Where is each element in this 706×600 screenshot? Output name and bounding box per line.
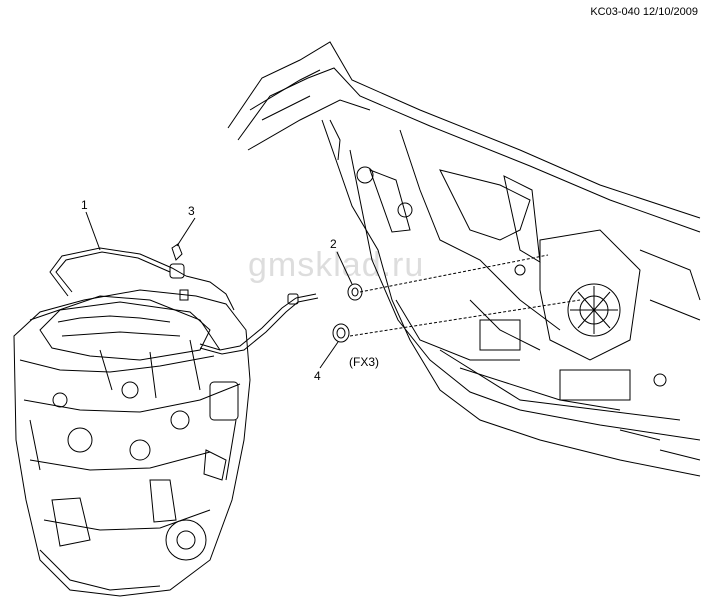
callout-2: 2 bbox=[330, 237, 337, 251]
dash-panel bbox=[227, 41, 701, 477]
seal bbox=[332, 323, 350, 343]
drawing-code: KC03-040 12/10/2009 bbox=[590, 6, 698, 18]
fastener-code: (FX3) bbox=[349, 355, 379, 369]
grommet bbox=[347, 283, 363, 301]
clip bbox=[171, 243, 183, 261]
callout-1: 1 bbox=[81, 198, 88, 212]
leader-lines bbox=[349, 254, 581, 337]
engine-assembly bbox=[13, 289, 251, 597]
callout-3: 3 bbox=[188, 204, 195, 218]
callout-leaders bbox=[85, 211, 353, 369]
watermark: gmsklad.ru bbox=[248, 246, 425, 284]
callout-4: 4 bbox=[314, 369, 321, 383]
cable bbox=[49, 247, 319, 355]
